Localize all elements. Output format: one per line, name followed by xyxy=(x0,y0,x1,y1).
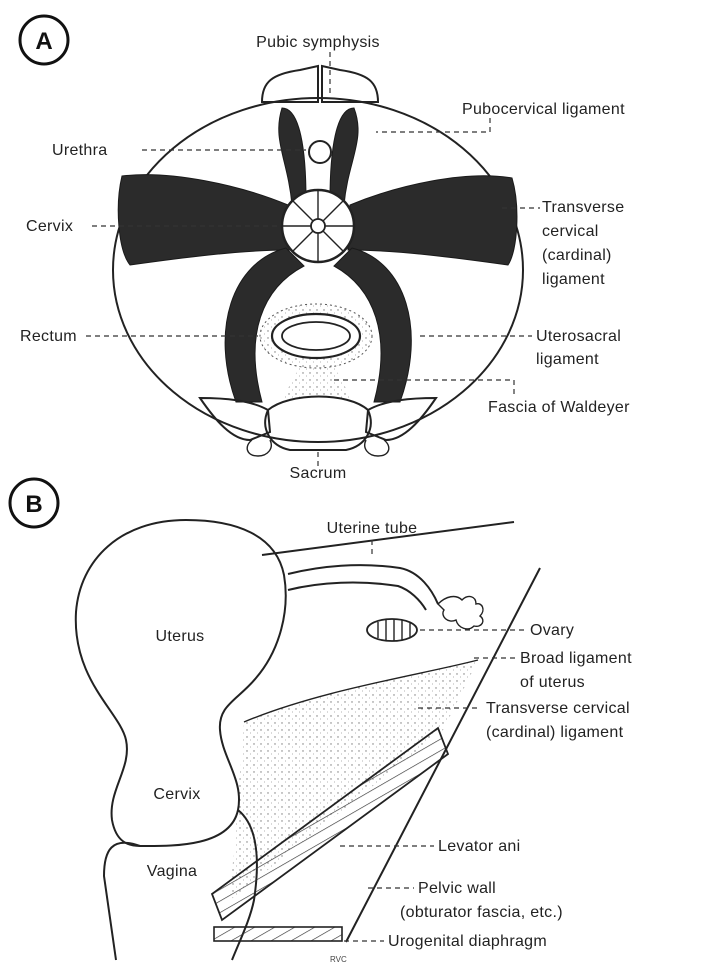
rectum-shape xyxy=(260,304,372,368)
cervix-shape xyxy=(282,190,354,262)
label-broad-ligament-1: Broad ligament xyxy=(520,650,632,667)
label-pubic-symphysis: Pubic symphysis xyxy=(256,34,380,51)
label-sacrum: Sacrum xyxy=(290,465,347,482)
label-transverse-cervical-a-1: Transverse xyxy=(542,199,624,216)
label-broad-ligament-2: of uterus xyxy=(520,674,585,691)
pubic-bone-left xyxy=(262,66,318,102)
label-uterosacral-1: Uterosacral xyxy=(536,328,621,345)
ovary-shape xyxy=(367,619,417,641)
panel-b: B xyxy=(10,479,632,964)
label-ovary: Ovary xyxy=(530,622,574,639)
label-transverse-cervical-b-1: Transverse cervical xyxy=(486,700,630,717)
label-vagina: Vagina xyxy=(147,863,197,880)
cardinal-ligament-right xyxy=(348,176,517,265)
label-transverse-cervical-b-2: (cardinal) ligament xyxy=(486,724,624,741)
label-levator-ani: Levator ani xyxy=(438,838,520,855)
label-transverse-cervical-a-2: cervical xyxy=(542,223,599,240)
panel-a-letter: A xyxy=(35,28,52,55)
label-uterine-tube: Uterine tube xyxy=(327,520,418,537)
label-cervix-a: Cervix xyxy=(26,218,73,235)
cardinal-ligament-left xyxy=(118,175,290,265)
label-uterus: Uterus xyxy=(156,628,205,645)
pubocervical-ligament-right xyxy=(330,108,358,205)
label-transverse-cervical-a-3: (cardinal) xyxy=(542,247,612,264)
pubocervical-ligament-left xyxy=(279,108,306,205)
label-urogenital-diaphragm: Urogenital diaphragm xyxy=(388,933,547,950)
panel-b-letter: B xyxy=(25,491,42,518)
panel-a: A xyxy=(20,16,630,482)
label-pelvic-wall-2: (obturator fascia, etc.) xyxy=(400,904,563,921)
label-fascia-of-waldeyer: Fascia of Waldeyer xyxy=(488,399,630,416)
urethra-shape xyxy=(309,141,331,163)
fascia-of-waldeyer-shape xyxy=(282,366,352,400)
sacrum-shape xyxy=(200,397,436,457)
label-pubocervical-ligament: Pubocervical ligament xyxy=(462,101,625,118)
urogenital-diaphragm-shape xyxy=(214,927,342,941)
label-cervix-b: Cervix xyxy=(153,786,200,803)
label-uterosacral-2: ligament xyxy=(536,351,599,368)
label-transverse-cervical-a-4: ligament xyxy=(542,271,605,288)
label-pelvic-wall-1: Pelvic wall xyxy=(418,880,496,897)
artist-initials: RVC xyxy=(330,955,347,964)
label-rectum: Rectum xyxy=(20,328,77,345)
label-urethra: Urethra xyxy=(52,142,107,159)
